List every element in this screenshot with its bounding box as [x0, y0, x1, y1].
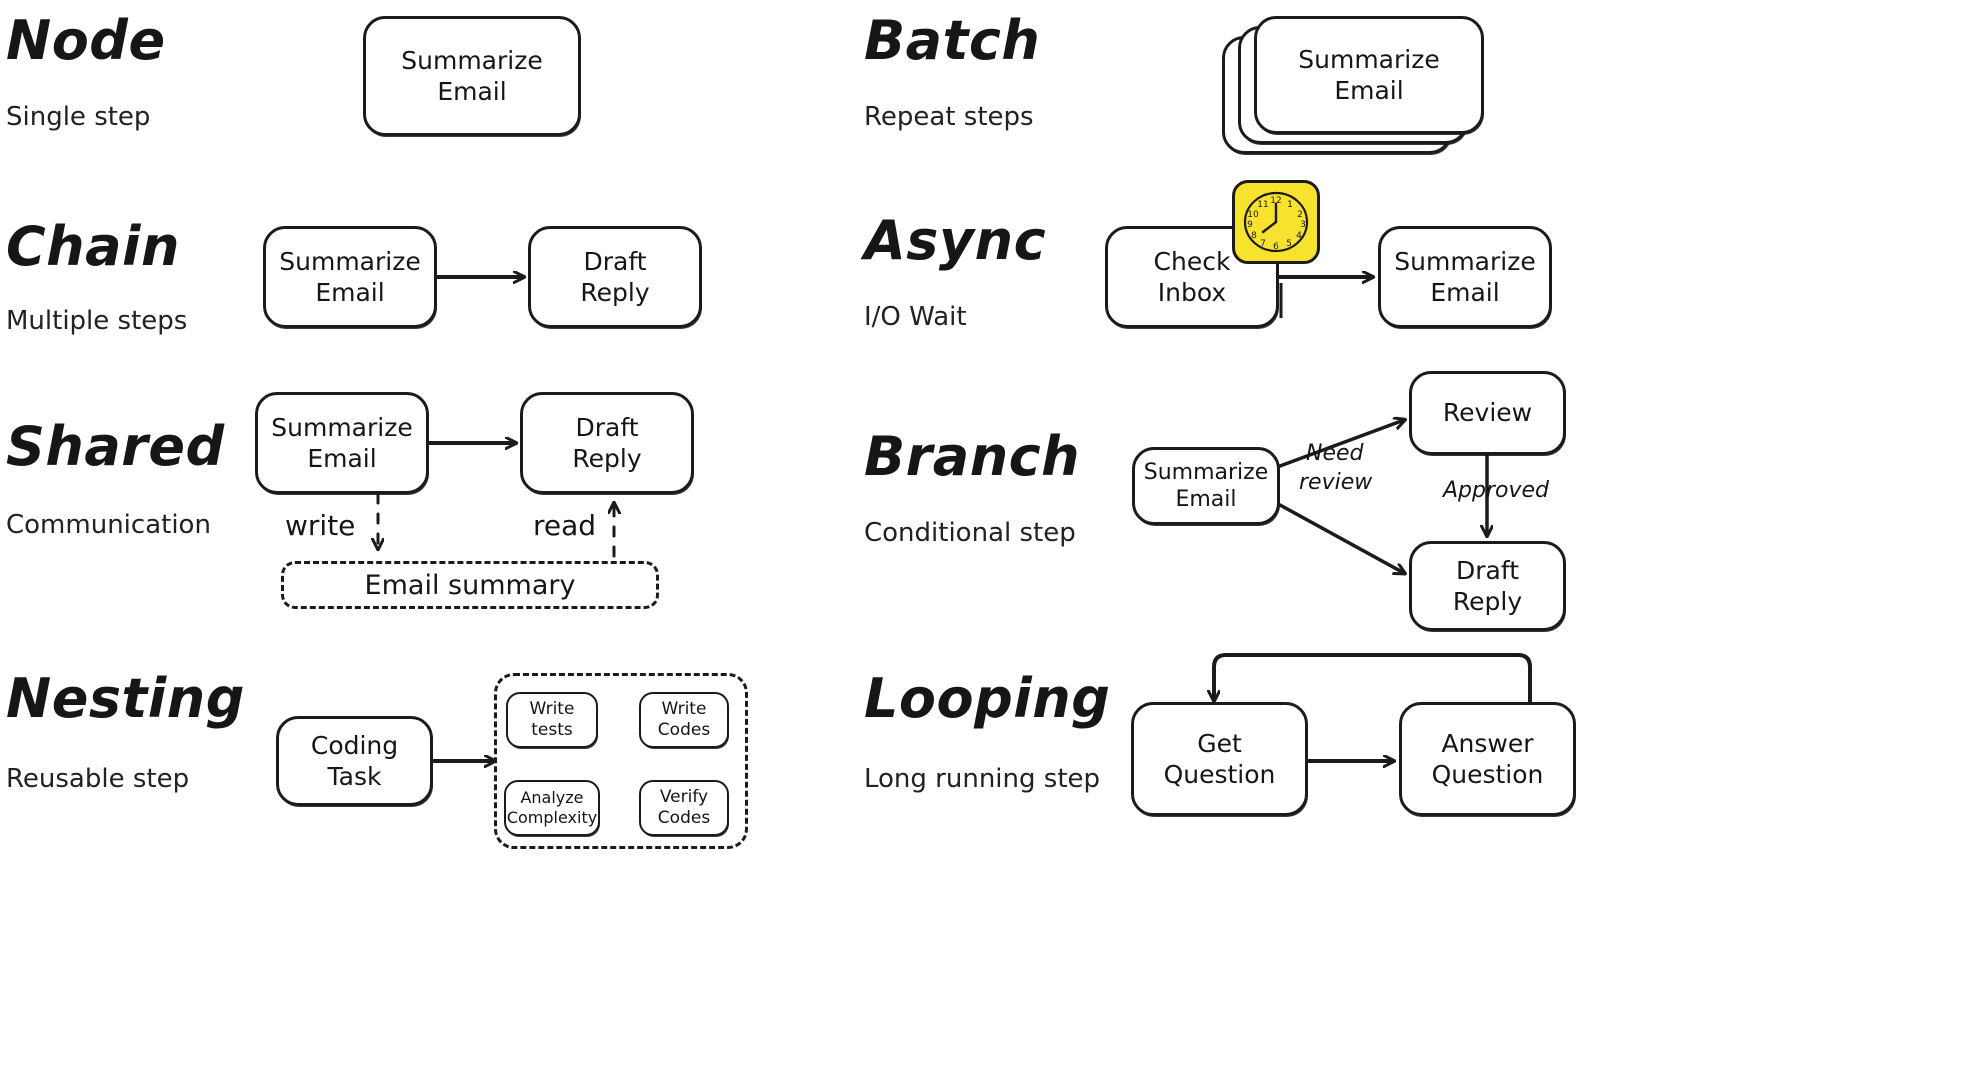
node-analyze-complexity[interactable]: Analyze Complexity: [504, 780, 600, 836]
edge-label-write: write: [285, 509, 356, 542]
node-label-line1: Draft: [1455, 555, 1519, 585]
node-label-line1: Check: [1153, 246, 1231, 276]
section-subtitle-chain: Multiple steps: [6, 306, 188, 336]
section-title-nesting: Nesting: [6, 667, 245, 730]
node-label-line2: Complexity: [506, 808, 598, 827]
node-label-line1: Summarize: [1394, 246, 1536, 276]
node-label-line1: Coding: [310, 730, 399, 760]
section-title-branch: Branch: [864, 425, 1081, 488]
node-label-line2: Email: [1430, 278, 1500, 307]
section-title-looping: Looping: [864, 667, 1111, 730]
shared-store-label: Email summary: [364, 569, 576, 601]
node-label-line2: Codes: [657, 720, 711, 740]
edge-label-review: review: [1299, 470, 1373, 495]
node-summarize-email[interactable]: Summarize Email: [263, 226, 437, 328]
node-review[interactable]: Review: [1409, 371, 1566, 455]
edge-label-approved: Approved: [1443, 478, 1550, 503]
node-label-line2: Reply: [580, 278, 650, 307]
section-subtitle-looping: Long running step: [864, 764, 1101, 794]
node-label-line1: Summarize: [271, 412, 413, 442]
node-verify-codes[interactable]: Verify Codes: [639, 780, 729, 836]
node-label-line2: Email: [315, 278, 385, 307]
svg-text:11: 11: [1257, 200, 1268, 210]
node-label-line2: Question: [1163, 760, 1276, 789]
node-summarize-email[interactable]: Summarize Email: [1378, 226, 1552, 328]
svg-text:2: 2: [1297, 210, 1303, 220]
node-label-line1: Answer: [1441, 728, 1534, 758]
node-label-line2: Reply: [572, 444, 642, 473]
node-label-line1: Analyze: [520, 788, 584, 807]
node-label-line1: Summarize: [401, 45, 543, 75]
edge-label-read: read: [533, 509, 597, 542]
batch-card-front[interactable]: Summarize Email: [1254, 16, 1484, 134]
node-label-line1: Get: [1197, 728, 1242, 758]
svg-text:10: 10: [1247, 210, 1259, 220]
node-label-line2: Inbox: [1157, 278, 1227, 307]
section-title-shared: Shared: [6, 415, 225, 478]
node-label-line1: Summarize: [279, 246, 421, 276]
node-write-codes[interactable]: Write Codes: [639, 692, 729, 748]
node-label-line2: Codes: [657, 808, 711, 828]
node-label-line2: Email: [1334, 76, 1404, 105]
edge-label-need: Need: [1306, 441, 1364, 466]
section-subtitle-batch: Repeat steps: [864, 102, 1034, 132]
section-subtitle-branch: Conditional step: [864, 518, 1076, 548]
node-label-line2: Email: [437, 77, 507, 106]
node-summarize-email[interactable]: Summarize Email: [255, 392, 429, 494]
node-label-line2: Email: [307, 444, 377, 473]
section-title-batch: Batch: [864, 9, 1041, 72]
section-subtitle-node: Single step: [6, 102, 151, 132]
node-label-line1: Write: [529, 698, 575, 719]
node-summarize-email[interactable]: Summarize Email: [1132, 447, 1280, 525]
node-draft-reply[interactable]: Draft Reply: [520, 392, 694, 494]
node-answer-question[interactable]: Answer Question: [1399, 702, 1576, 816]
node-label-line1: Summarize: [1143, 459, 1269, 485]
node-label-line1: Draft: [575, 412, 639, 442]
svg-text:4: 4: [1296, 231, 1302, 241]
svg-text:12: 12: [1270, 196, 1281, 206]
node-draft-reply[interactable]: Draft Reply: [528, 226, 702, 328]
node-label-line1: Write: [661, 698, 707, 719]
node-coding-task[interactable]: Coding Task: [276, 716, 433, 806]
node-label-line2: Reply: [1452, 587, 1523, 616]
node-label-line1: Summarize: [1298, 44, 1440, 74]
node-label-line2: Email: [1175, 487, 1237, 512]
svg-text:6: 6: [1273, 242, 1279, 252]
svg-text:7: 7: [1260, 239, 1266, 249]
node-label-line2: Task: [327, 762, 382, 791]
svg-text:5: 5: [1286, 239, 1292, 249]
section-title-node: Node: [6, 9, 166, 72]
node-label-line1: Verify: [659, 786, 709, 807]
node-label-line2: Question: [1431, 760, 1544, 789]
svg-text:8: 8: [1251, 231, 1257, 241]
node-label-line1: Review: [1442, 398, 1533, 428]
svg-text:3: 3: [1300, 220, 1306, 230]
section-subtitle-async: I/O Wait: [864, 302, 967, 332]
shared-store-email-summary[interactable]: Email summary: [281, 561, 659, 609]
node-get-question[interactable]: Get Question: [1131, 702, 1308, 816]
clock-icon: 12 1 2 3 4 5 6 7 8 9 10 11: [1232, 180, 1320, 264]
node-write-tests[interactable]: Write tests: [506, 692, 598, 748]
node-summarize-email[interactable]: Summarize Email: [363, 16, 581, 136]
svg-text:9: 9: [1247, 220, 1253, 230]
svg-text:1: 1: [1287, 200, 1293, 210]
section-subtitle-nesting: Reusable step: [6, 764, 190, 794]
section-subtitle-shared: Communication: [6, 510, 211, 540]
section-title-async: Async: [864, 209, 1047, 272]
node-label-line1: Draft: [583, 246, 647, 276]
node-draft-reply[interactable]: Draft Reply: [1409, 541, 1566, 631]
section-title-chain: Chain: [6, 215, 180, 278]
node-label-line2: tests: [531, 720, 573, 740]
